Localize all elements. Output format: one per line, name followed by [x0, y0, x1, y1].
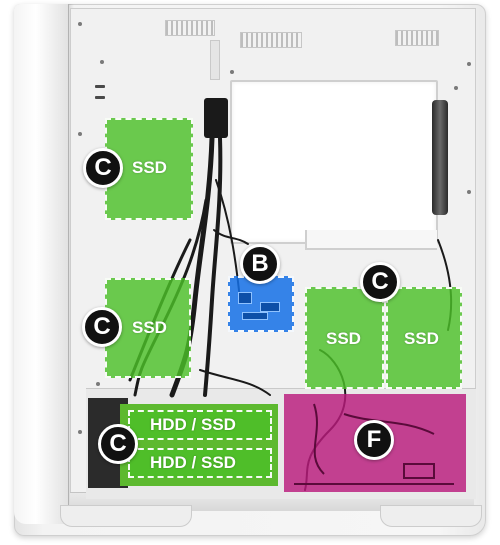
badge-c-top: C — [83, 148, 123, 188]
board-chip — [260, 302, 280, 312]
case-foot-left — [60, 505, 192, 527]
screw-hole — [78, 132, 82, 136]
badge-c-bottom: C — [98, 424, 138, 464]
badge-f: F — [354, 420, 394, 460]
vent-grille — [395, 30, 439, 46]
vent-grille — [165, 20, 215, 36]
ssd-bay-right-1 — [305, 287, 384, 389]
cutout-notch — [305, 230, 437, 250]
screw-hole — [96, 382, 100, 386]
badge-c-middle: C — [82, 307, 122, 347]
screw-hole — [467, 190, 471, 194]
screw-hole — [230, 70, 234, 74]
psu-bay-cables — [294, 403, 454, 485]
screw-hole — [78, 430, 82, 434]
ssd-bay-right-2-label: SSD — [404, 329, 439, 348]
screw-hole — [78, 22, 82, 26]
hdd-bay-2-label: HDD / SSD — [150, 453, 236, 472]
slot — [95, 96, 105, 99]
hdd-bay-2 — [128, 448, 272, 478]
hdd-bay-1-label: HDD / SSD — [150, 415, 236, 434]
ssd-bay-right-1-label: SSD — [326, 329, 361, 348]
ssd-bay-right-2 — [386, 287, 462, 389]
slot — [95, 85, 105, 88]
badge-c-right: C — [360, 262, 400, 302]
board-chip — [242, 312, 268, 320]
vent-grille — [240, 32, 302, 48]
badge-b: B — [240, 244, 280, 284]
ssd-bay-middle-label: SSD — [132, 318, 167, 337]
screw-hole — [100, 60, 104, 64]
rear-fan — [432, 100, 448, 215]
screw-hole — [454, 86, 458, 90]
bracket — [210, 40, 220, 80]
board-chip — [238, 292, 252, 304]
screw-hole — [467, 62, 471, 66]
ssd-bay-top-label: SSD — [132, 158, 167, 177]
case-foot-right — [380, 505, 482, 527]
hub-board-bay — [228, 276, 294, 332]
hdd-bay-1 — [128, 410, 272, 440]
